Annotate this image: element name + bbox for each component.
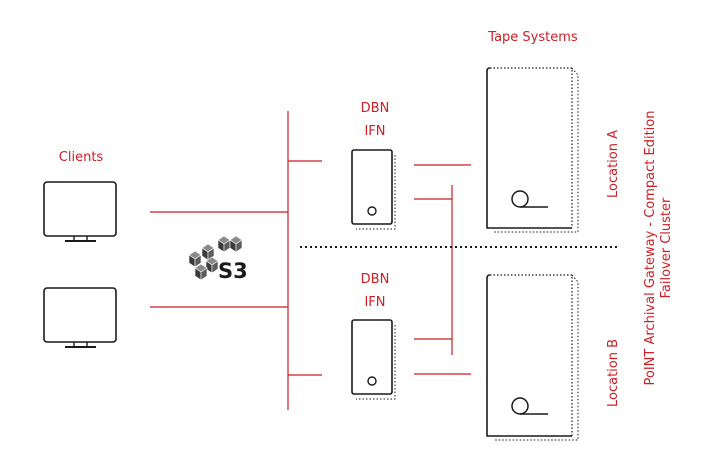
network-lines [150,111,471,410]
tape-systems-label: Tape Systems [487,30,578,45]
node-a-server-icon [351,149,396,230]
location-a-label: Location A [606,130,621,198]
dbn-b-label: DBN [361,272,390,287]
aws-s3-logo: S3 [188,235,248,283]
ifn-a-label: IFN [364,124,385,139]
client-monitor-1-icon [43,181,117,242]
node-b-server-icon [351,319,396,400]
s3-logo-text: S3 [218,259,248,283]
tape-library-b-icon [486,274,579,441]
title-line-2: Failover Cluster [659,197,674,298]
ifn-b-label: IFN [364,295,385,310]
title-line-1: PoINT Archival Gateway - Compact Edition [643,111,658,386]
dbn-a-label: DBN [361,101,390,116]
tape-library-a-icon [486,67,579,233]
location-b-label: Location B [606,339,621,407]
client-monitor-2-icon [43,287,117,348]
s3-cubes-icon [188,235,243,281]
clients-label: Clients [59,150,104,165]
